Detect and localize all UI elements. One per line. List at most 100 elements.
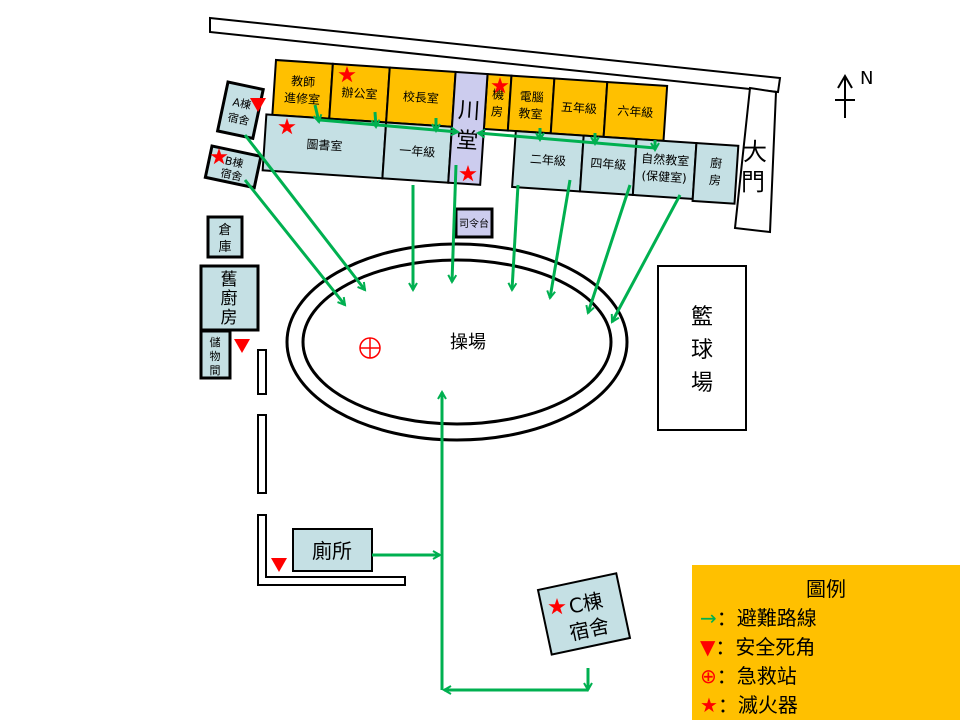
dorm-c: C棟 宿舍 [536,572,632,656]
basketball-court: 籃 球 場 [657,265,747,431]
basketball-label-2: 球 [691,338,713,363]
room-label: 圖書室 [306,136,343,153]
legend-item-extinguisher: ★：滅火器 [700,689,798,718]
room-label: (保健室) [641,167,687,185]
room-label: 進修室 [284,90,321,107]
toilet-label: 廁所 [312,539,352,563]
fire-extinguisher-star-icon [278,118,296,135]
room-機房: 機房 [482,72,513,132]
route-arrow [550,179,572,298]
dorm-b-label-2: 宿舍 [219,166,243,184]
basketball-label: 籃 [691,305,713,330]
hall: 川堂 [447,70,489,186]
old-kitchen-label-2: 廚 [221,288,238,309]
room-label: 自然教室 [641,150,690,168]
room-label: 五年級 [561,100,598,116]
route-arrow [375,111,376,127]
podium: 司令台 [454,207,494,239]
room-自然教室(保健室): 自然教室(保健室) [631,138,698,200]
fire-extinguisher-star-icon [338,66,356,83]
room-label: 教室 [518,105,543,122]
dorm-a: A棟 宿舍 [215,80,265,141]
first-aid-icon: ⊕ [700,664,717,688]
fire-extinguisher-star-icon [491,77,509,94]
legend-title: 圖例 [806,577,846,601]
legend-label: ：避難路線 [716,606,817,630]
room-label: 教師 [291,73,316,90]
storage-label: 倉 [218,223,231,238]
legend-item-safe-corner: ▼：安全死角 [700,631,815,660]
room-五年級: 五年級 [549,77,609,138]
old-kitchen-label: 舊 [221,270,238,290]
legend-label: ：滅火器 [717,693,798,717]
storage: 倉 庫 [206,215,244,259]
room-校長室: 校長室 [385,66,457,128]
gate-label-2: 門 [741,168,765,196]
arrow-icon: → [700,606,717,630]
room-label: 廚 [710,155,723,171]
room-圖書室: 圖書室 [261,113,388,180]
safe-corner-triangle-icon [234,339,250,353]
room-label: 一年級 [399,143,436,159]
legend-label: ：安全死角 [715,635,816,659]
store-room-label-3: 間 [210,364,221,377]
dorm-a-label: A棟 [231,95,252,113]
route-arrow [315,104,319,122]
room-label: 房 [491,103,504,119]
hall-label: 川 [457,98,481,124]
north-arrow-icon: N [835,68,873,118]
room-六年級: 六年級 [602,80,669,142]
route-arrow [243,179,345,305]
triangle-down-icon: ▼ [700,635,716,659]
room-廚房: 廚房 [691,141,740,205]
legend: 圖例 →：避難路線 ▼：安全死角 ⊕：急救站 ★：滅火器 [692,565,960,720]
walls [257,349,406,586]
star-icon: ★ [700,693,718,717]
fire-extinguisher-star-icon [548,598,566,615]
room-label: 六年級 [617,104,654,120]
room-label: 房 [709,172,722,188]
route-arrow [512,184,520,290]
safe-corner-triangle-icon [250,98,266,112]
evacuation-routes [243,104,682,690]
room-label: 四年級 [590,156,627,172]
legend-item-route: →：避難路線 [700,602,817,631]
store-room-label: 儲 [210,336,221,349]
room-一年級: 一年級 [381,121,454,184]
old-kitchen-label-3: 房 [221,308,238,328]
route-arrow [478,133,656,150]
store-room: 儲 物 間 [199,329,232,380]
route-arrow [588,184,632,313]
podium-label: 司令台 [459,217,489,230]
field-label: 操場 [450,332,486,353]
road [209,16,782,94]
basketball-label-3: 場 [691,371,713,396]
room-label: 校長室 [402,89,439,106]
safe-corner-triangle-icon [271,558,287,572]
route-arrow [243,134,365,290]
store-room-label-2: 物 [210,349,221,363]
route-arrow [610,194,682,322]
symbols [210,66,566,615]
fire-extinguisher-star-icon [459,165,477,182]
room-label: 二年級 [530,152,567,168]
route-arrow [452,164,458,282]
dorm-b-label: B棟 [224,153,245,171]
legend-item-first-aid: ⊕：急救站 [700,660,797,689]
gate-label: 大 [743,138,767,166]
toilet: 廁所 [292,528,373,572]
sports-field: 操場 [285,242,629,442]
hall-label-2: 堂 [455,128,479,154]
gate: 大 門 [733,86,778,234]
fire-extinguisher-star-icon [210,148,228,165]
room-label: 辦公室 [341,84,378,101]
old-kitchen: 舊 廚 房 [199,264,260,332]
first-aid-icon [359,337,381,359]
room-辦公室: 辦公室 [328,62,391,124]
dorm-a-label-2: 宿舍 [226,110,250,128]
dorm-b: B棟 宿舍 [203,144,263,190]
